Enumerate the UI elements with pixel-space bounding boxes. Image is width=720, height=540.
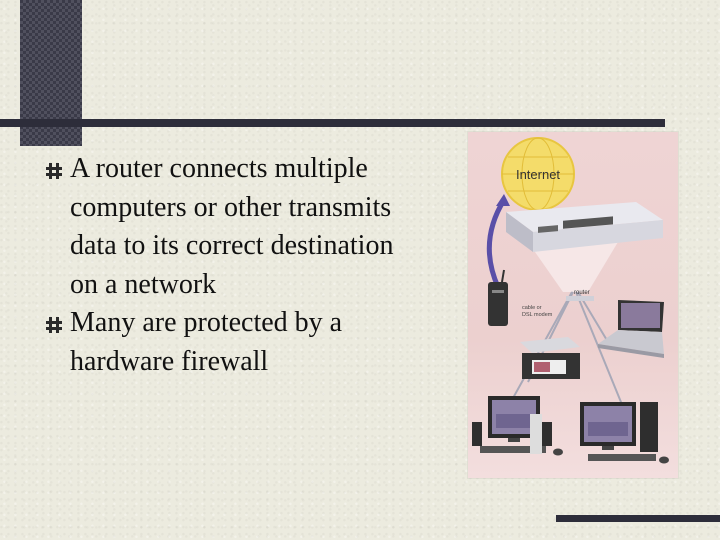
- desktop-computer-right-icon: [580, 402, 658, 461]
- mouse-icon: [659, 456, 669, 464]
- internet-label: Internet: [516, 167, 560, 182]
- bullet-list: A router connects multiple computers or …: [40, 150, 400, 381]
- desktop-computer-left-icon: [472, 396, 552, 454]
- internet-globe-icon: Internet: [501, 137, 575, 211]
- double-arrow-icon: [486, 194, 510, 294]
- router-icon: [506, 202, 663, 252]
- bullet-item: A router connects multiple computers or …: [40, 150, 400, 304]
- bullet-text: A router connects multiple computers or …: [70, 153, 394, 300]
- mouse-icon: [553, 448, 563, 456]
- hash-bullet-icon: [46, 317, 62, 333]
- bottom-divider-line: [556, 515, 720, 522]
- network-illustration: Internet router cable or DSL modem: [468, 132, 678, 478]
- router-label: router: [574, 290, 590, 296]
- modem-label-line1: cable or: [522, 305, 542, 311]
- modem-icon: [488, 269, 508, 326]
- bullet-text: Many are protected by a hardware firewal…: [70, 307, 343, 377]
- bullet-item: Many are protected by a hardware firewal…: [40, 304, 400, 381]
- router-small-icon: [566, 296, 594, 301]
- laptop-icon: [598, 300, 664, 358]
- top-divider-line: [0, 119, 665, 127]
- printer-icon: [520, 337, 580, 379]
- hash-bullet-icon: [46, 163, 62, 179]
- modem-label-line2: DSL modem: [522, 312, 553, 318]
